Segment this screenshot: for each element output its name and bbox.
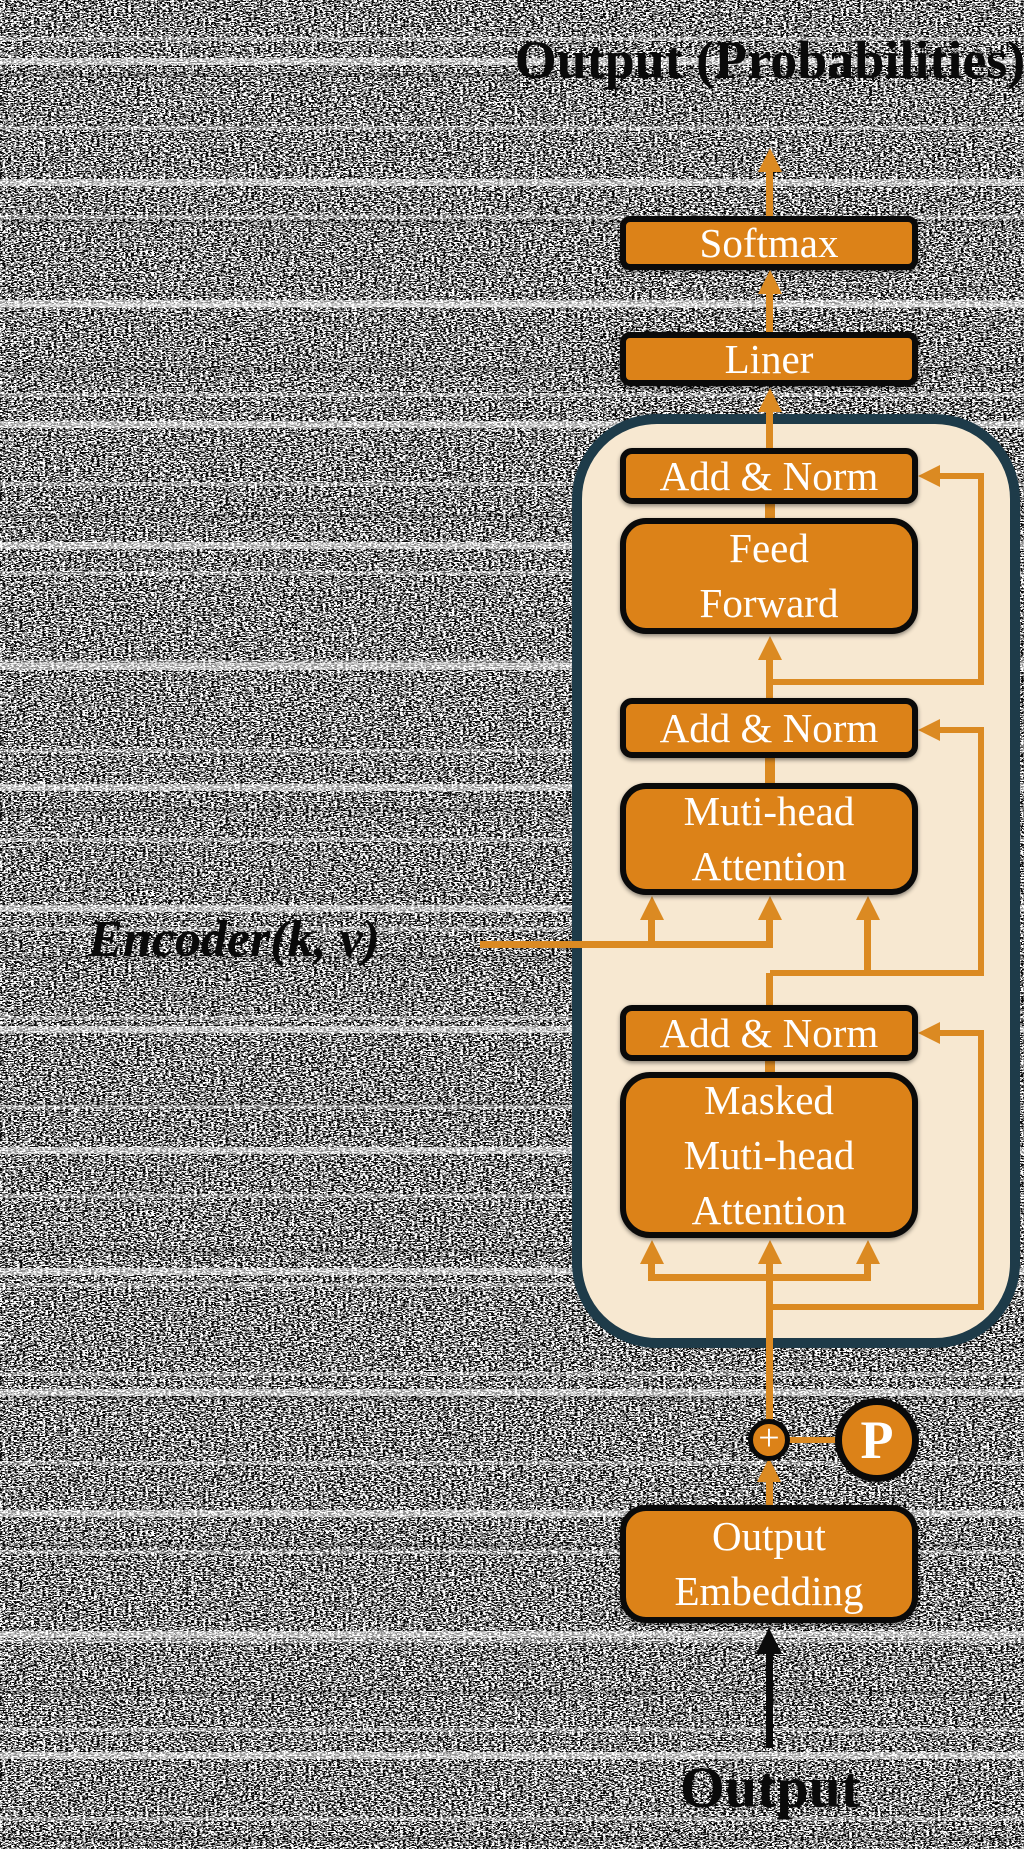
arrow-addnorm2-to-feedforward-head-icon xyxy=(758,636,782,660)
query-horizontal-line xyxy=(770,970,984,976)
title-line-2: (Probabilities) xyxy=(696,30,1024,90)
encoder-kv-horizontal-line xyxy=(480,941,773,948)
query-vertical-from-addnorm3 xyxy=(766,973,773,1005)
softmax-label: Softmax xyxy=(699,219,839,266)
positional-encoding-node: P xyxy=(835,1398,919,1482)
masked-right-input-arrowhead-icon xyxy=(856,1240,880,1264)
output-embedding-label-line2: Embedding xyxy=(674,1568,864,1614)
masked-left-input-arrowhead-icon xyxy=(640,1240,664,1264)
masked-middle-input-arrowhead-icon xyxy=(758,1240,782,1264)
residual2-arrowhead-icon xyxy=(918,719,940,741)
mha-label-line1: Muti-head xyxy=(683,788,855,834)
masked-input-split-line xyxy=(648,1274,871,1281)
add-norm-2-label: Add & Norm xyxy=(659,704,879,751)
output-embedding-box: Output Embedding xyxy=(620,1505,918,1623)
input-vertical-line xyxy=(766,1264,773,1421)
residual3-arrowhead-icon xyxy=(918,1022,940,1044)
linear-box: Liner xyxy=(620,332,918,386)
mha-label-line2: Attention xyxy=(691,843,847,889)
add-norm-3-box: Add & Norm xyxy=(620,1005,918,1061)
arrow-addnorm2-to-feedforward-shaft xyxy=(766,658,773,698)
plus-to-positional-line xyxy=(787,1437,837,1443)
add-norm-2-box: Add & Norm xyxy=(620,698,918,758)
arrow-output-to-embedding-shaft xyxy=(766,1652,773,1748)
masked-mha-label-line2: Muti-head xyxy=(683,1131,855,1178)
residual3-bottom-line xyxy=(770,1304,984,1310)
positional-encoding-label: P xyxy=(860,1410,894,1470)
residual1-top-line xyxy=(940,473,978,479)
bottom-output-label: Output xyxy=(679,1755,861,1820)
arrow-embedding-to-plus-head-icon xyxy=(757,1458,781,1482)
residual3-top-line xyxy=(940,1030,978,1036)
add-norm-1-label: Add & Norm xyxy=(659,452,879,499)
residual1-vertical-line xyxy=(978,473,984,685)
arrow-addnorm1-to-liner-shaft xyxy=(766,412,773,448)
title-line-1: Output xyxy=(514,30,683,90)
arrow-softmax-to-output-shaft xyxy=(766,172,773,216)
mha-left-input-arrowhead-icon xyxy=(640,896,664,920)
residual2-top-line xyxy=(940,727,978,733)
query-arrowhead-icon xyxy=(856,896,880,920)
masked-multi-head-attention-box: Masked Muti-head Attention xyxy=(620,1072,918,1238)
masked-mha-label-line3: Attention xyxy=(691,1186,847,1233)
arrow-softmax-to-output-head-icon xyxy=(758,148,782,172)
masked-mha-label-line1: Masked xyxy=(704,1076,834,1123)
feed-forward-label-line1: Feed xyxy=(729,525,809,571)
mha-middle-input-arrowhead-icon xyxy=(758,896,782,920)
residual3-vertical-line xyxy=(978,1030,984,1310)
stub-mha-to-addnorm2 xyxy=(765,755,775,786)
residual1-bottom-line xyxy=(770,679,981,685)
plus-node: + xyxy=(748,1419,790,1461)
arrow-liner-to-softmax-shaft xyxy=(766,294,773,332)
feed-forward-box: Feed Forward xyxy=(620,518,918,634)
arrow-addnorm1-to-liner-head-icon xyxy=(758,388,782,412)
residual1-arrowhead-icon xyxy=(918,465,940,487)
plus-sign: + xyxy=(758,1417,780,1459)
multi-head-attention-box: Muti-head Attention xyxy=(620,783,918,895)
softmax-box: Softmax xyxy=(620,216,918,270)
query-arrow-shaft xyxy=(864,918,871,973)
encoder-kv-label: Encoder(k, v) xyxy=(88,911,380,968)
add-norm-1-box: Add & Norm xyxy=(620,448,918,504)
title-output-probabilities: Output (Probabilities) xyxy=(420,22,1024,98)
linear-label: Liner xyxy=(724,335,814,382)
feed-forward-label-line2: Forward xyxy=(699,580,839,626)
add-norm-3-label: Add & Norm xyxy=(659,1009,879,1056)
residual2-vertical-line xyxy=(978,727,984,976)
arrow-output-to-embedding-head-icon xyxy=(756,1628,782,1654)
arrow-embedding-to-plus-shaft xyxy=(766,1480,773,1506)
arrow-liner-to-softmax-head-icon xyxy=(758,270,782,294)
output-embedding-label-line1: Output xyxy=(712,1513,826,1559)
